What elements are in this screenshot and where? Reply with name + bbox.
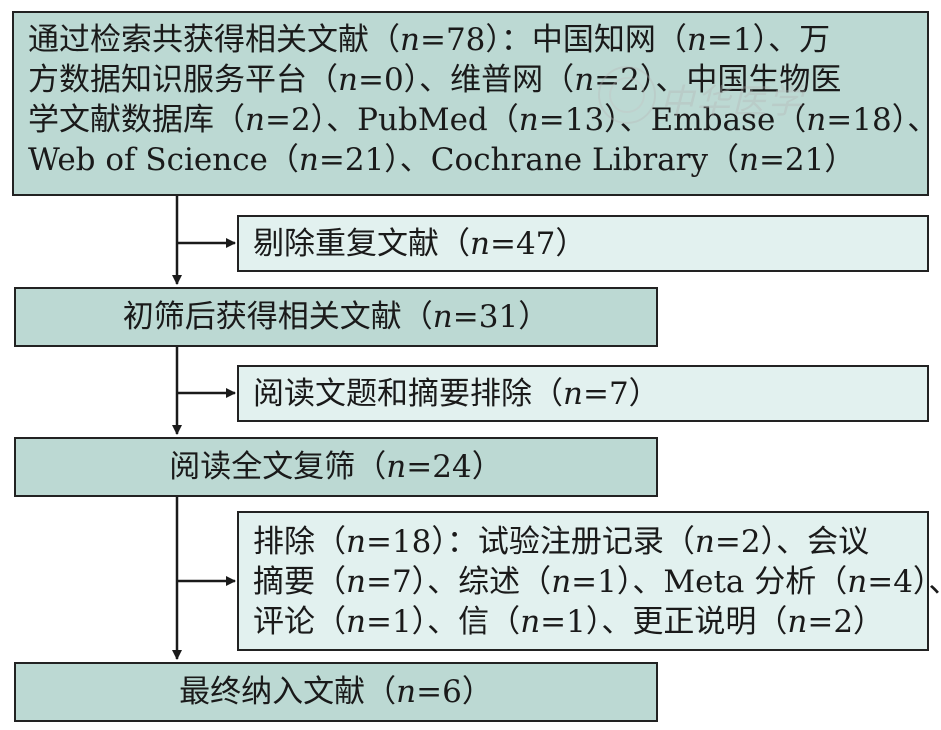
exclude-duplicates-box: 剔除重复文献（n=47） [237, 215, 929, 272]
exclude-duplicates-text: 剔除重复文献（n=47） [253, 225, 587, 262]
search-results-box: 通过检索共获得相关文献（n=78）：中国知网（n=1）、万 方数据知识服务平台（… [12, 11, 939, 196]
final-included-text: 最终纳入文献（n=6） [179, 674, 493, 710]
exclude-title-abstract-text: 阅读文题和摘要排除（n=7） [253, 375, 660, 412]
search-line-4: Web of Science（n=21）、Cochrane Library（n=… [28, 142, 856, 178]
search-line-1: 通过检索共获得相关文献（n=78）：中国知网（n=1）、万 [28, 22, 831, 58]
after-screening-text: 初筛后获得相关文献（n=31） [122, 299, 550, 335]
search-line-3: 学文献数据库（n=2）、PubMed（n=13）、Embase（n=18）、 [28, 102, 939, 138]
fulltext-review-box: 阅读全文复筛（n=24） [14, 437, 658, 497]
final-included-box: 最终纳入文献（n=6） [14, 662, 658, 722]
exclude-fulltext-box: 排除（n=18）：试验注册记录（n=2）、会议 摘要（n=7）、综述（n=1）、… [237, 511, 941, 651]
exclude-title-abstract-box: 阅读文题和摘要排除（n=7） [237, 365, 929, 422]
exclude-fulltext-line-1: 排除（n=18）：试验注册记录（n=2）、会议 [253, 524, 870, 560]
exclude-fulltext-line-3: 评论（n=1）、信（n=1）、更正说明（n=2） [253, 604, 885, 640]
after-screening-box: 初筛后获得相关文献（n=31） [14, 287, 658, 347]
search-line-2: 方数据知识服务平台（n=0）、维普网（n=2）、中国生物医 [28, 62, 842, 98]
exclude-fulltext-line-2: 摘要（n=7）、综述（n=1）、Meta 分析（n=4）、 [253, 564, 941, 600]
fulltext-review-text: 阅读全文复筛（n=24） [169, 449, 503, 485]
